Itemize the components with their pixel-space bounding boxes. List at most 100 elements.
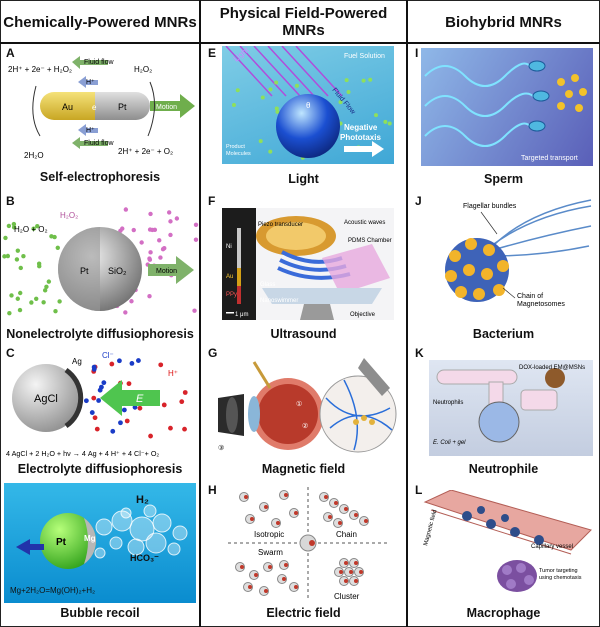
- reaction-left: 2H⁺ + 2e⁻ + H₂O₂: [8, 65, 72, 74]
- motion-arrow: [150, 94, 195, 118]
- h2-bubble: [109, 536, 123, 550]
- neutrophils-label: Neutrophils: [433, 400, 463, 406]
- agcl-particle: [12, 364, 80, 432]
- h2-bubble: [143, 504, 157, 518]
- flagellar-label: Flagellar bundles: [463, 203, 517, 210]
- product-molecule: [3, 235, 8, 241]
- janus-cap: [244, 495, 248, 499]
- h2o2-molecule: [139, 240, 144, 245]
- panel-letter-j: J: [415, 194, 422, 208]
- light-ray: [281, 46, 329, 97]
- h2-label: H₂: [136, 494, 149, 506]
- label-two: ②: [302, 422, 308, 430]
- fuel-molecule: [235, 88, 240, 93]
- sperm-diagram: Targeted transport: [424, 60, 587, 162]
- janus-cap: [328, 515, 332, 519]
- hplus-ion: [124, 418, 130, 424]
- cl-ion: [101, 380, 107, 386]
- light-ray: [295, 46, 343, 97]
- motion-label: Motion: [156, 268, 177, 275]
- pdms-chamber: [322, 244, 390, 294]
- theta-label: θ: [306, 101, 311, 110]
- cl-ion: [118, 420, 123, 426]
- panel-letter-c: C: [6, 346, 15, 360]
- fuel-molecule: [294, 83, 299, 88]
- product-molecule: [2, 254, 7, 259]
- hplus-ion: [137, 405, 143, 411]
- janus-cap: [344, 579, 348, 583]
- panel-f-caption: Ultrasound: [270, 327, 337, 341]
- product-molecule: [42, 288, 48, 293]
- panel-bacterium: Flagellar bundles Chain of Magnetosomes: [421, 196, 593, 318]
- hplus-ion: [109, 361, 115, 367]
- h2o2-molecule: [120, 226, 125, 231]
- column-heading: Chemically-Powered MNRs: [3, 13, 197, 31]
- panel-k-caption: Neutrophile: [468, 462, 539, 476]
- janus-cap: [248, 585, 252, 589]
- h2o2-molecule: [123, 310, 128, 315]
- cluster-label: Cluster: [334, 592, 360, 601]
- hplus-arrow-bottom: [78, 124, 98, 136]
- h2-bubble: [127, 538, 145, 556]
- panel-light: Fuel Solution Light Fluid Flow θ Negativ…: [222, 46, 394, 164]
- fuel-molecule: [387, 121, 392, 126]
- light-diagram: Fuel Solution Light Fluid Flow θ Negativ…: [225, 46, 392, 160]
- cl-ion: [129, 360, 135, 366]
- au-label: Au: [62, 102, 73, 112]
- targeted-transport-label: Targeted transport: [521, 155, 578, 162]
- hplus-ion: [182, 426, 187, 432]
- fuel-molecule: [374, 113, 379, 118]
- center-particle: [299, 534, 317, 552]
- product-molecule: [14, 257, 20, 262]
- panel-a-caption: Self-electrophoresis: [39, 170, 161, 184]
- janus-cap: [276, 521, 280, 525]
- fluid-flow-arrow-top: [72, 56, 108, 69]
- h2o2-molecule: [157, 238, 162, 243]
- equation: 4 AgCl + 2 H₂O + hν → 4 Ag + 4 H⁺ + 4 Cl…: [6, 449, 159, 458]
- janus-cap: [284, 493, 288, 497]
- label-three: ③: [218, 444, 224, 452]
- fuel-molecule: [274, 80, 279, 85]
- janus-cap: [284, 563, 288, 567]
- fuel-molecule: [338, 100, 343, 105]
- h2o2-molecule: [131, 227, 136, 233]
- cl-ion: [83, 398, 89, 404]
- panel-macrophage: Capillary vessel Magnetic field Tumor ta…: [421, 490, 593, 602]
- cl-ion: [136, 358, 141, 363]
- phototaxis-arrow: [344, 141, 384, 157]
- catheter: [358, 358, 390, 396]
- tumor-label-2: using chemotaxis: [539, 575, 582, 581]
- equation: Mg+2H₂O=Mg(OH)₂+H₂: [10, 586, 95, 595]
- h2o2-molecule: [147, 256, 152, 261]
- panel-electric: Isotropic Chain Swarm Cluster: [224, 483, 392, 603]
- capillary-label: Capillary vessel: [531, 544, 573, 550]
- pt-mg-particle: [40, 513, 96, 569]
- objective-lens: [300, 304, 334, 320]
- panel-letter-l: L: [415, 483, 423, 497]
- panel-l-caption: Macrophage: [466, 606, 541, 620]
- cl-ion: [121, 407, 127, 413]
- h2o2-label: H₂O₂: [134, 65, 152, 74]
- h2-bubble: [145, 532, 167, 554]
- janus-cap: [359, 570, 363, 574]
- janus-cap: [324, 495, 328, 499]
- panel-letter-a: A: [6, 46, 15, 60]
- e-field-label: E: [136, 393, 144, 405]
- panel-electrolyte: AgCl Ag Cl⁻ H⁺ E 4 AgCl + 2 H₂O + hν → 4…: [0, 346, 200, 462]
- tumor-label-1: Tumor targeting: [539, 568, 578, 574]
- motion-arrow: [16, 539, 44, 555]
- panel-g-caption: Magnetic field: [261, 462, 346, 476]
- agcl-label: AgCl: [34, 393, 58, 405]
- hplus-bottom-label: H⁺: [86, 127, 95, 134]
- h2o2-molecule: [192, 308, 197, 313]
- h2-bubble: [167, 542, 181, 556]
- fuel-molecule: [361, 78, 366, 83]
- magnetic-field-label: Magnetic field: [423, 509, 438, 546]
- hplus-top-label: H⁺: [86, 79, 95, 86]
- h2o2-molecule: [148, 250, 153, 255]
- panel-sperm: Targeted transport: [421, 48, 593, 166]
- panel-letter-k: K: [415, 346, 424, 360]
- negative-label: Negative: [344, 123, 378, 132]
- light-ray: [225, 46, 273, 97]
- panel-ultrasound: Ni Au PPy 1 μm Piezo transducer Acoustic…: [222, 208, 394, 320]
